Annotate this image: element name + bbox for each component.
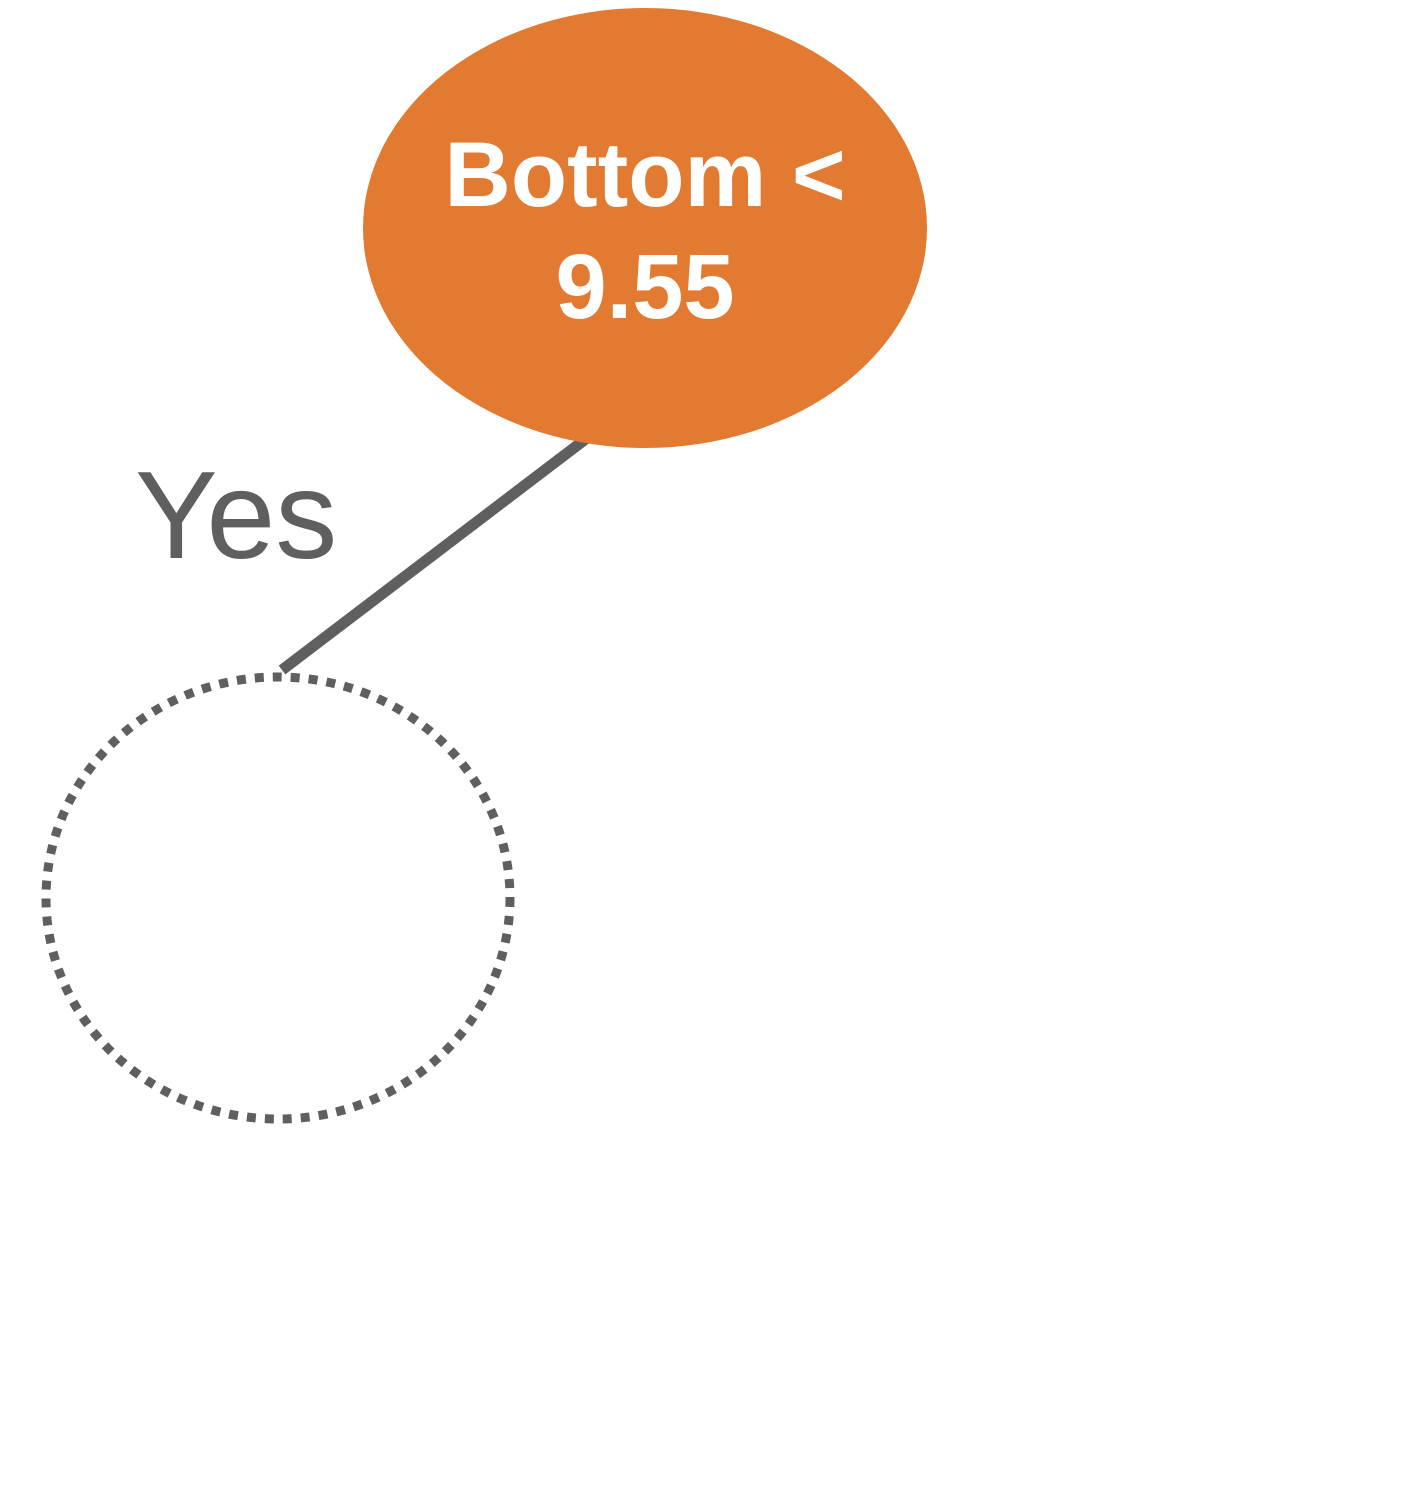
yes-branch-edge [278, 433, 591, 675]
root-node-shape [363, 8, 927, 448]
root-node-label-line2: 9.55 [555, 236, 734, 338]
empty-child-node [41, 672, 515, 1124]
yes-branch-label: Yes [135, 447, 337, 585]
root-node: Bottom < 9.55 [363, 8, 927, 448]
root-node-label-line1: Bottom < [444, 124, 845, 226]
